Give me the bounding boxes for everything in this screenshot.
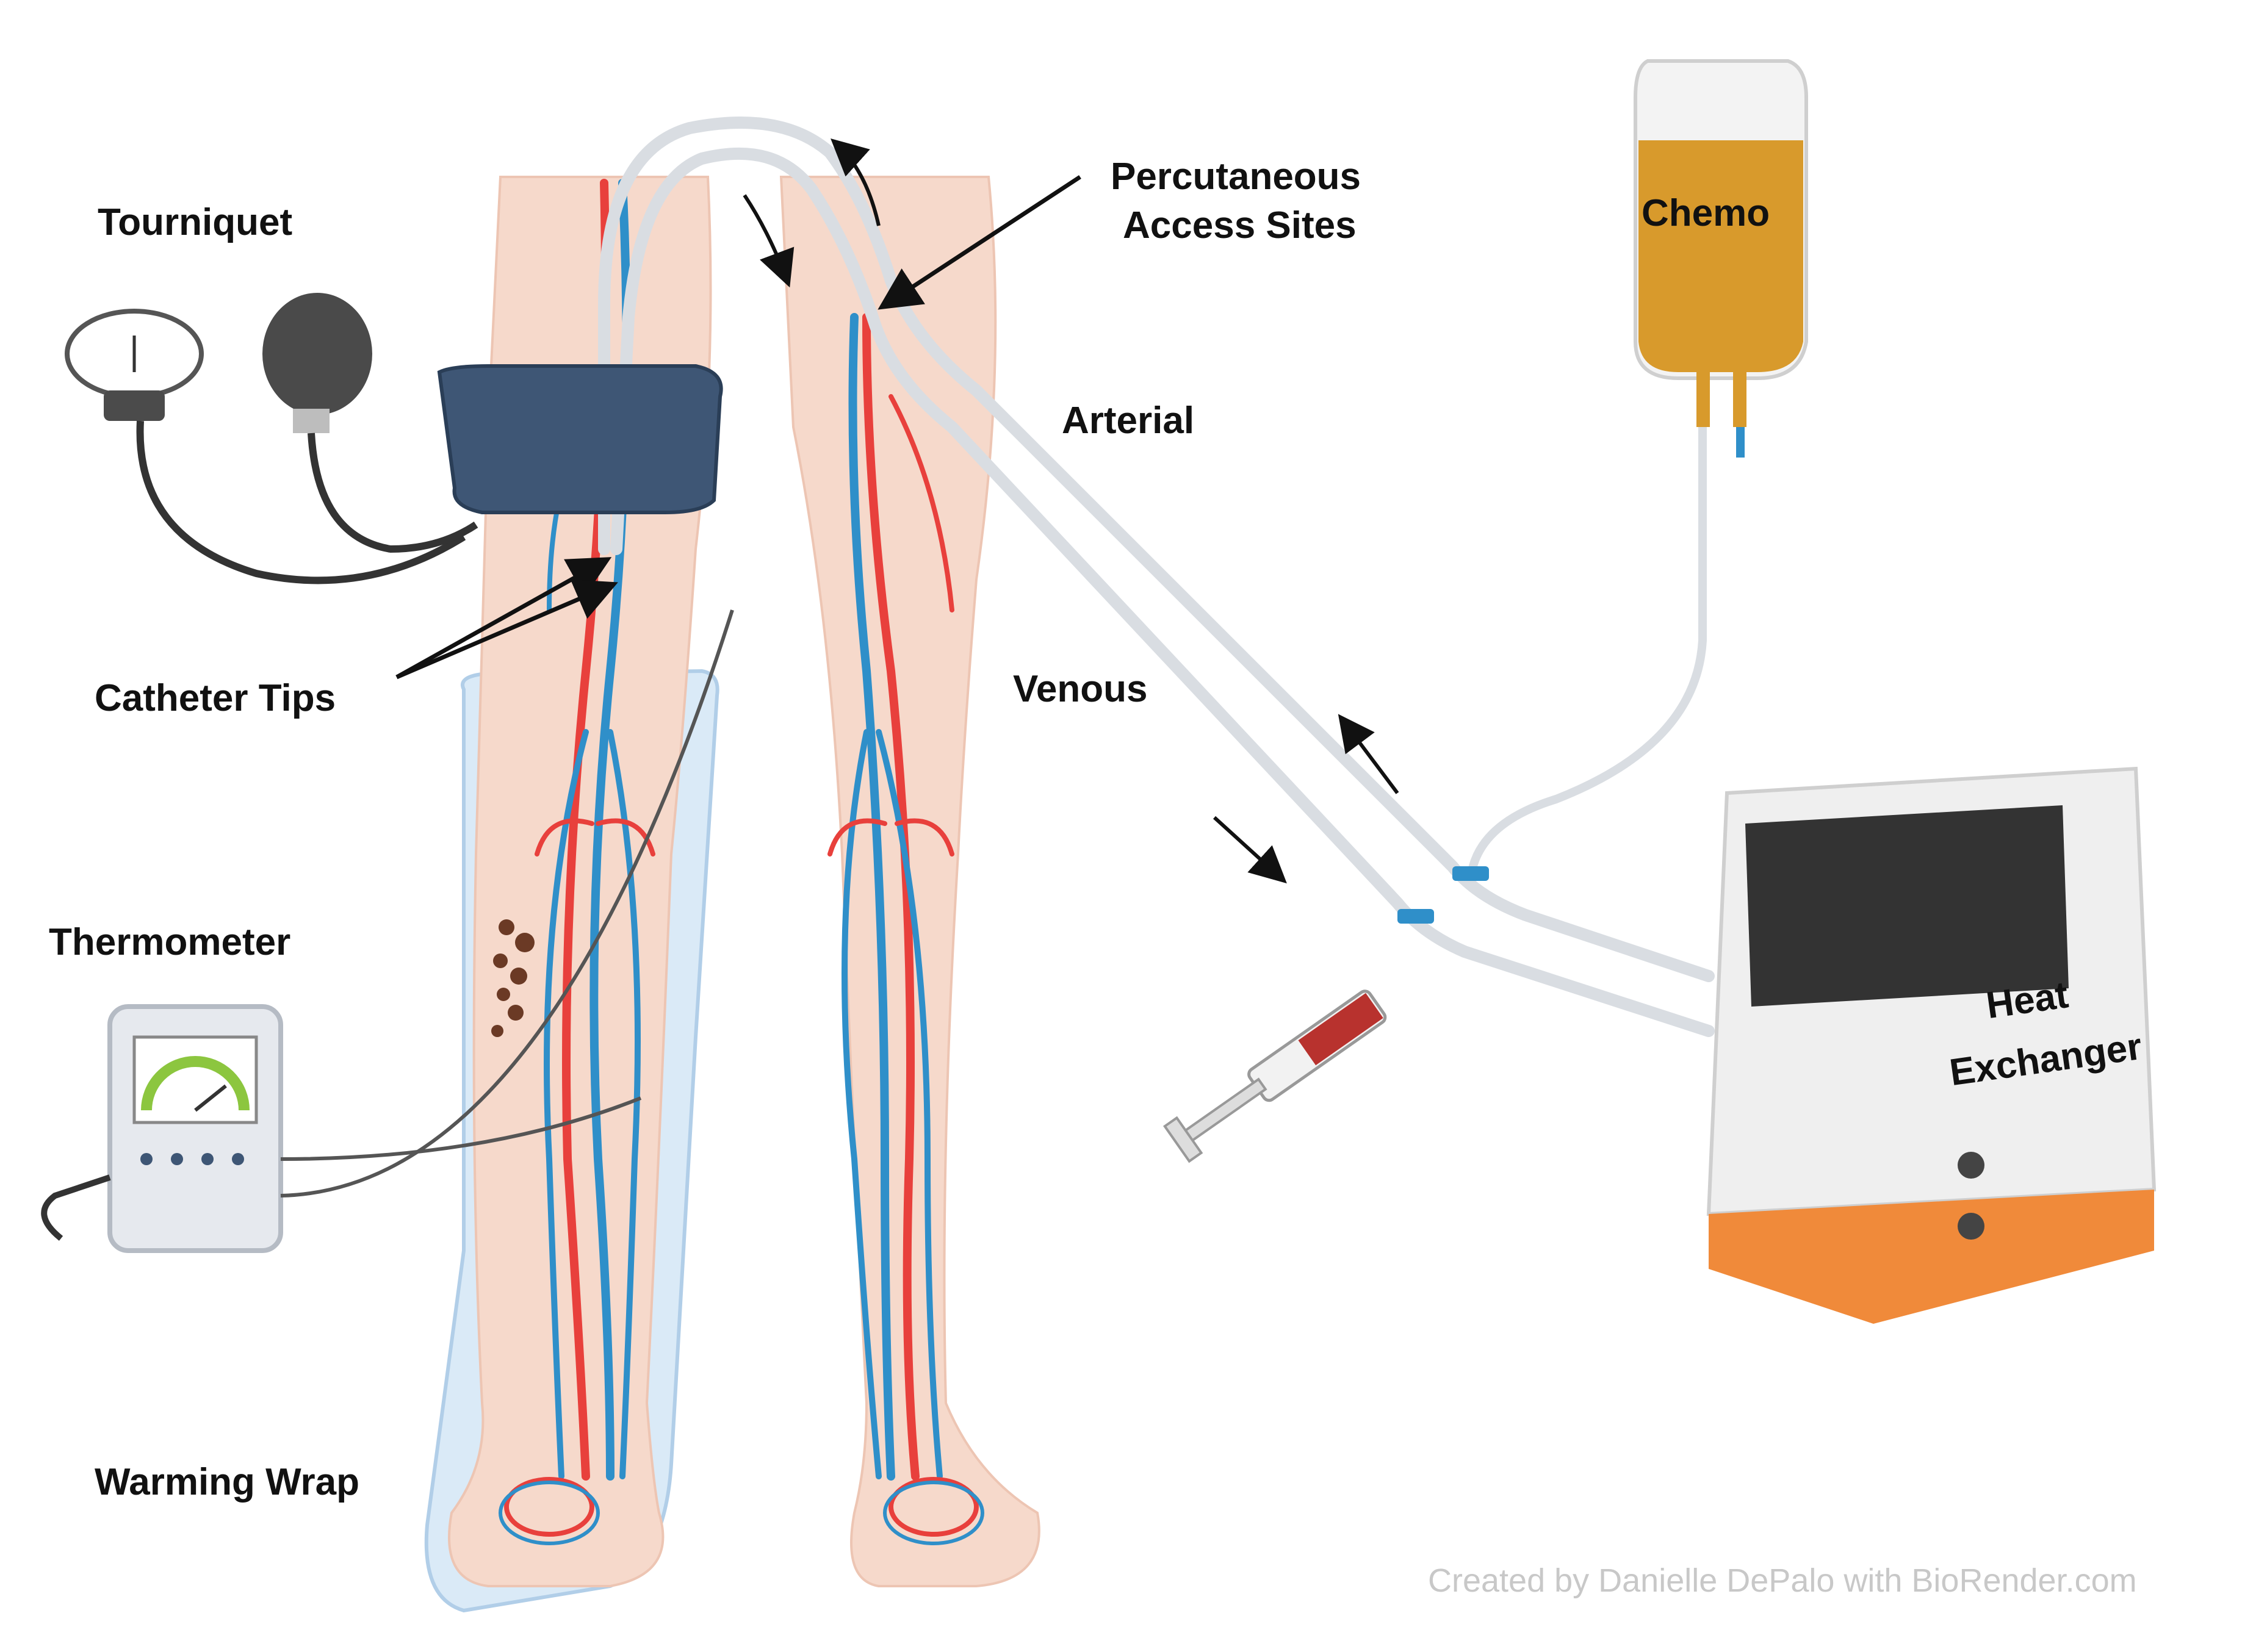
thermometer-cable bbox=[41, 1174, 111, 1241]
stopcock-2 bbox=[1397, 909, 1434, 924]
venous-label: Venous bbox=[1013, 668, 1148, 710]
flow-arrow-return bbox=[1338, 714, 1399, 794]
tourniquet-hose-2 bbox=[308, 433, 478, 553]
arterial-label: Arterial bbox=[1062, 400, 1195, 442]
flow-arrow-up bbox=[831, 138, 881, 226]
credit-text: Created by Danielle DePalo with BioRende… bbox=[1428, 1562, 2137, 1599]
skin-lesions bbox=[491, 919, 535, 1037]
percutaneous-label-line1: Percutaneous bbox=[1111, 156, 1361, 198]
warming-wrap-label: Warming Wrap bbox=[95, 1461, 360, 1503]
stopcock-1 bbox=[1452, 866, 1489, 881]
syringe-icon bbox=[1162, 989, 1387, 1163]
tourniquet-label: Tourniquet bbox=[98, 201, 293, 243]
right-leg-vessels bbox=[827, 313, 984, 1545]
arterial-tubing bbox=[598, 117, 1715, 982]
chemo-line bbox=[1466, 427, 1707, 879]
flow-arrow-down bbox=[743, 194, 795, 288]
thermometer-device-icon bbox=[107, 1004, 283, 1253]
thermometer-label: Thermometer bbox=[49, 921, 291, 963]
blood-pressure-gauge-icon bbox=[65, 309, 204, 421]
percutaneous-pointer-arrow bbox=[878, 175, 1081, 310]
percutaneous-label-line2: Access Sites bbox=[1123, 204, 1357, 246]
catheter-tips-label: Catheter Tips bbox=[95, 677, 336, 719]
thermometer-probe-2 bbox=[280, 609, 734, 1198]
tourniquet-hose bbox=[136, 420, 466, 584]
inflation-bulb-icon bbox=[262, 293, 372, 433]
thermometer-probe-1 bbox=[280, 1096, 642, 1161]
iv-bag-icon bbox=[1634, 59, 1808, 458]
heat-exchanger-machine-icon bbox=[1706, 766, 2157, 1324]
chemo-label: Chemo bbox=[1642, 192, 1770, 234]
venous-tubing bbox=[610, 147, 1715, 1037]
tourniquet-cuff bbox=[437, 364, 723, 514]
catheter-pointer-arrow-2 bbox=[395, 579, 618, 680]
flow-arrow-out bbox=[1213, 816, 1287, 884]
left-leg bbox=[448, 176, 712, 1587]
catheter-pointer-arrow-1 bbox=[395, 557, 612, 680]
